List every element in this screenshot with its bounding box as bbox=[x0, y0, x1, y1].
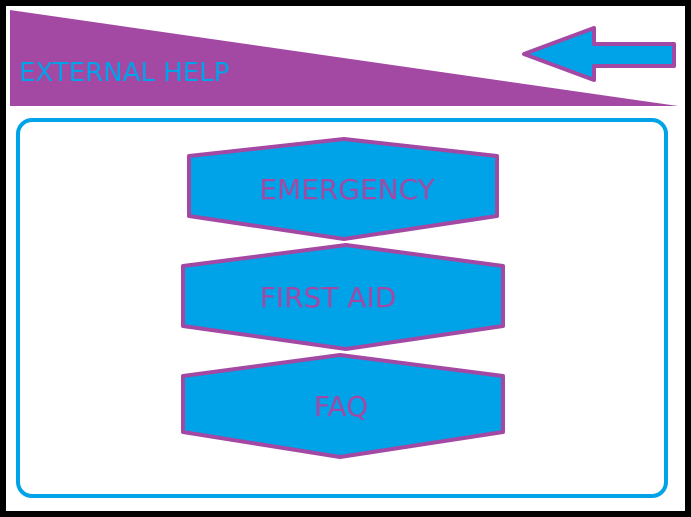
back-button[interactable] bbox=[516, 24, 678, 84]
header: EXTERNAL HELP bbox=[6, 6, 685, 110]
first-aid-button[interactable]: FIRST AID bbox=[180, 242, 506, 352]
help-screen: EXTERNAL HELP EMERGENCY FIRST AID FAQ bbox=[6, 6, 685, 511]
header-banner bbox=[10, 10, 678, 106]
faq-button[interactable]: FAQ bbox=[180, 352, 506, 460]
arrow-left-icon bbox=[522, 26, 676, 82]
first-aid-label: FIRST AID bbox=[259, 280, 397, 314]
page-title: EXTERNAL HELP bbox=[19, 58, 230, 88]
emergency-button-shape bbox=[187, 137, 499, 241]
emergency-button[interactable]: EMERGENCY bbox=[186, 136, 500, 242]
first-aid-button-shape bbox=[181, 243, 505, 351]
faq-button-shape bbox=[181, 353, 505, 459]
faq-label: FAQ bbox=[313, 389, 369, 423]
emergency-label: EMERGENCY bbox=[259, 172, 435, 206]
